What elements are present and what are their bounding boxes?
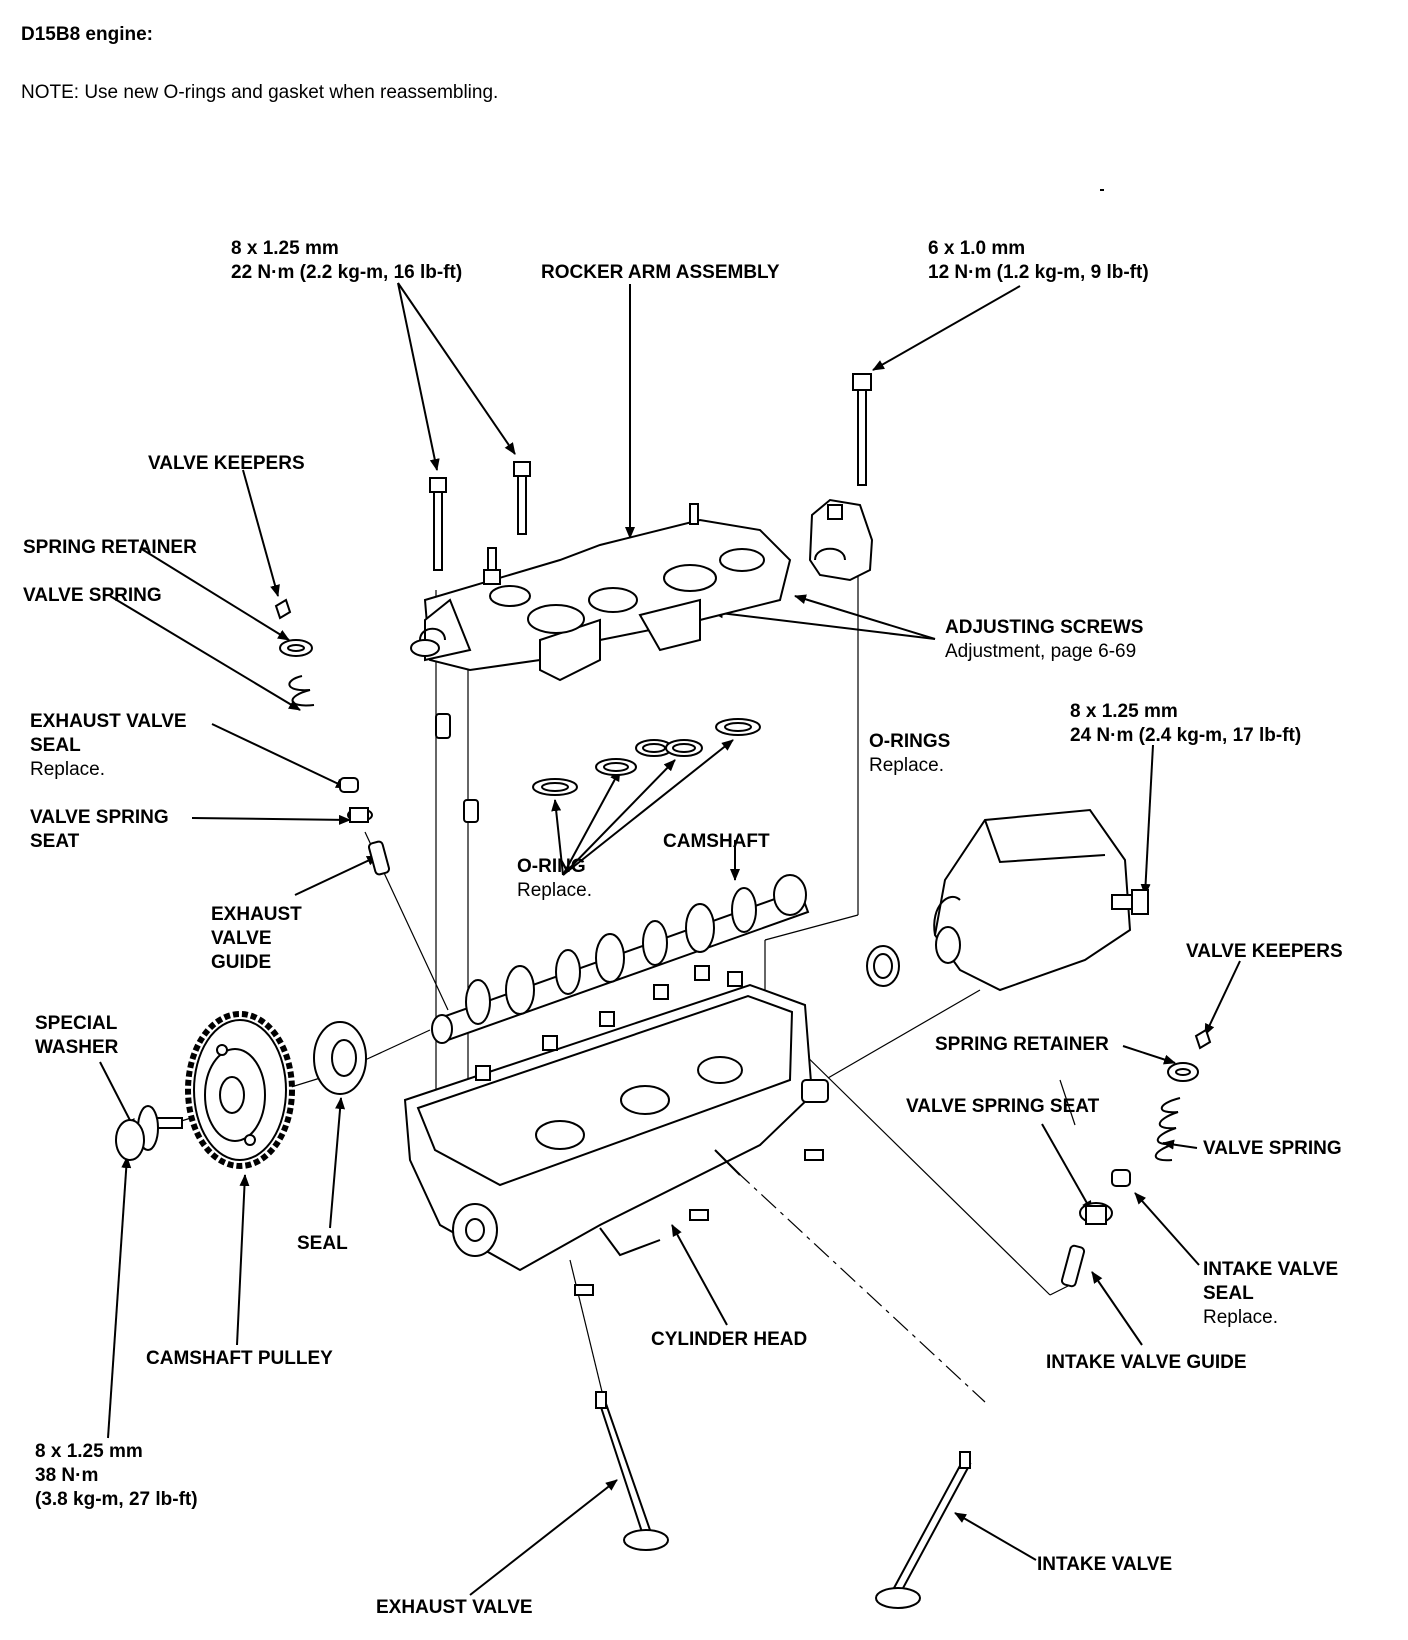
arrow-camshaft-pulley <box>236 1174 250 1346</box>
label-valve-keepers-left: VALVE KEEPERS <box>148 453 305 474</box>
exhaust-valve-train <box>274 598 391 876</box>
arrow-rocker-bolt-2 <box>397 282 516 455</box>
camshaft <box>431 874 810 1044</box>
label-valve-spring-seat-right: VALVE SPRING SEAT <box>906 1096 1100 1117</box>
arrow-valve-keepers-left <box>242 469 280 597</box>
arrow-o-ring-4 <box>562 739 734 876</box>
label-pulley-bolt-spec: 8 x 1.25 mm 38 N·m (3.8 kg-m, 27 lb-ft) <box>35 1441 198 1510</box>
arrow-distributor-bolt <box>1140 744 1154 896</box>
label-seal: SEAL <box>297 1233 348 1254</box>
label-exhaust-valve: EXHAUST VALVE <box>376 1597 533 1618</box>
label-valve-spring-left: VALVE SPRING <box>23 585 162 606</box>
arrow-spring-retainer-right <box>1122 1045 1176 1065</box>
arrow-o-ring-1 <box>551 799 564 876</box>
arrow-exhaust-valve-guide <box>294 855 379 896</box>
intake-valve <box>875 1451 972 1609</box>
rocker-bolt-1 <box>429 477 447 571</box>
arrow-intake-valve-guide <box>1091 1271 1143 1346</box>
arrow-exhaust-valve <box>469 1479 618 1596</box>
label-spring-retainer-left: SPRING RETAINER <box>23 537 197 558</box>
label-camshaft: CAMSHAFT <box>663 831 770 852</box>
arrow-intake-valve <box>954 1512 1037 1561</box>
label-rocker-bolt-spec: 8 x 1.25 mm 22 N·m (2.2 kg-m, 16 lb-ft) <box>231 238 463 283</box>
label-valve-spring-seat-left: VALVE SPRING SEAT <box>30 807 169 852</box>
arrow-valve-spring-left <box>109 595 301 711</box>
arrow-intake-valve-seal <box>1134 1192 1200 1266</box>
arrow-rocker-bolt-1 <box>397 282 440 471</box>
rocker-bolt-2 <box>513 461 531 535</box>
label-valve-spring-right: VALVE SPRING <box>1203 1138 1342 1159</box>
label-intake-valve-guide: INTAKE VALVE GUIDE <box>1046 1352 1247 1373</box>
arrow-adjusting-screws-2 <box>711 608 936 640</box>
assembly-guide-lines <box>177 540 1076 1403</box>
dowel-pins <box>435 713 479 823</box>
label-exhaust-valve-guide: EXHAUST VALVE GUIDE <box>211 904 302 973</box>
rocker-arm-assembly <box>410 503 792 682</box>
arrow-valve-spring-seat-left <box>191 814 351 825</box>
bolts <box>429 373 872 823</box>
reassembly-note: NOTE: Use new O-rings and gasket when re… <box>21 82 499 103</box>
arrow-seal <box>329 1097 346 1229</box>
label-rocker-arm-assembly: ROCKER ARM ASSEMBLY <box>541 262 780 283</box>
intake-valve-train <box>1060 1028 1212 1288</box>
o-rings <box>532 718 761 796</box>
camshaft-seal <box>313 1021 367 1095</box>
distributor <box>866 808 1149 992</box>
cap-bolt <box>852 373 872 486</box>
arrow-o-ring-3 <box>562 759 676 876</box>
label-o-ring: O-RING Replace. <box>517 856 592 901</box>
label-intake-valve-seal: INTAKE VALVE SEAL Replace. <box>1203 1259 1339 1328</box>
label-cylinder-head: CYLINDER HEAD <box>651 1329 808 1350</box>
arrow-spring-retainer-left <box>139 547 290 641</box>
label-special-washer: SPECIAL WASHER <box>35 1013 119 1058</box>
valves <box>595 1391 972 1609</box>
arrow-cap-bolt <box>872 285 1021 371</box>
label-distributor-bolt-spec: 8 x 1.25 mm 24 N·m (2.4 kg-m, 17 lb-ft) <box>1070 701 1302 746</box>
label-intake-valve: INTAKE VALVE <box>1037 1554 1173 1575</box>
label-cap-bolt-spec: 6 x 1.0 mm 12 N·m (1.2 kg-m, 9 lb-ft) <box>928 238 1149 283</box>
arrow-cylinder-head <box>671 1224 728 1326</box>
arrow-pulley-bolt <box>107 1156 132 1439</box>
label-o-rings: O-RINGS Replace. <box>869 731 951 776</box>
arrow-valve-spring-seat-right <box>1041 1123 1093 1213</box>
cylinder-head <box>403 983 829 1296</box>
label-camshaft-pulley: CAMSHAFT PULLEY <box>146 1348 333 1369</box>
arrow-exhaust-valve-seal <box>211 723 348 789</box>
arrow-valve-keepers-right <box>1204 960 1241 1036</box>
bearing-cap <box>808 498 874 582</box>
label-spring-retainer-right: SPRING RETAINER <box>935 1034 1109 1055</box>
label-valve-keepers-right: VALVE KEEPERS <box>1186 941 1343 962</box>
arrow-o-ring-2 <box>562 769 621 876</box>
arrow-adjusting-screws-1 <box>794 594 936 640</box>
arrow-special-washer <box>99 1061 136 1131</box>
label-adjusting-screws: ADJUSTING SCREWS Adjustment, page 6-69 <box>945 617 1144 662</box>
exhaust-valve <box>595 1391 669 1551</box>
label-exhaust-valve-seal: EXHAUST VALVE SEAL Replace. <box>30 711 187 780</box>
special-washer-bolt <box>115 1105 183 1161</box>
camshaft-pulley <box>185 1011 295 1169</box>
page-title: D15B8 engine: <box>21 24 153 45</box>
valve-lifters <box>475 965 743 1081</box>
